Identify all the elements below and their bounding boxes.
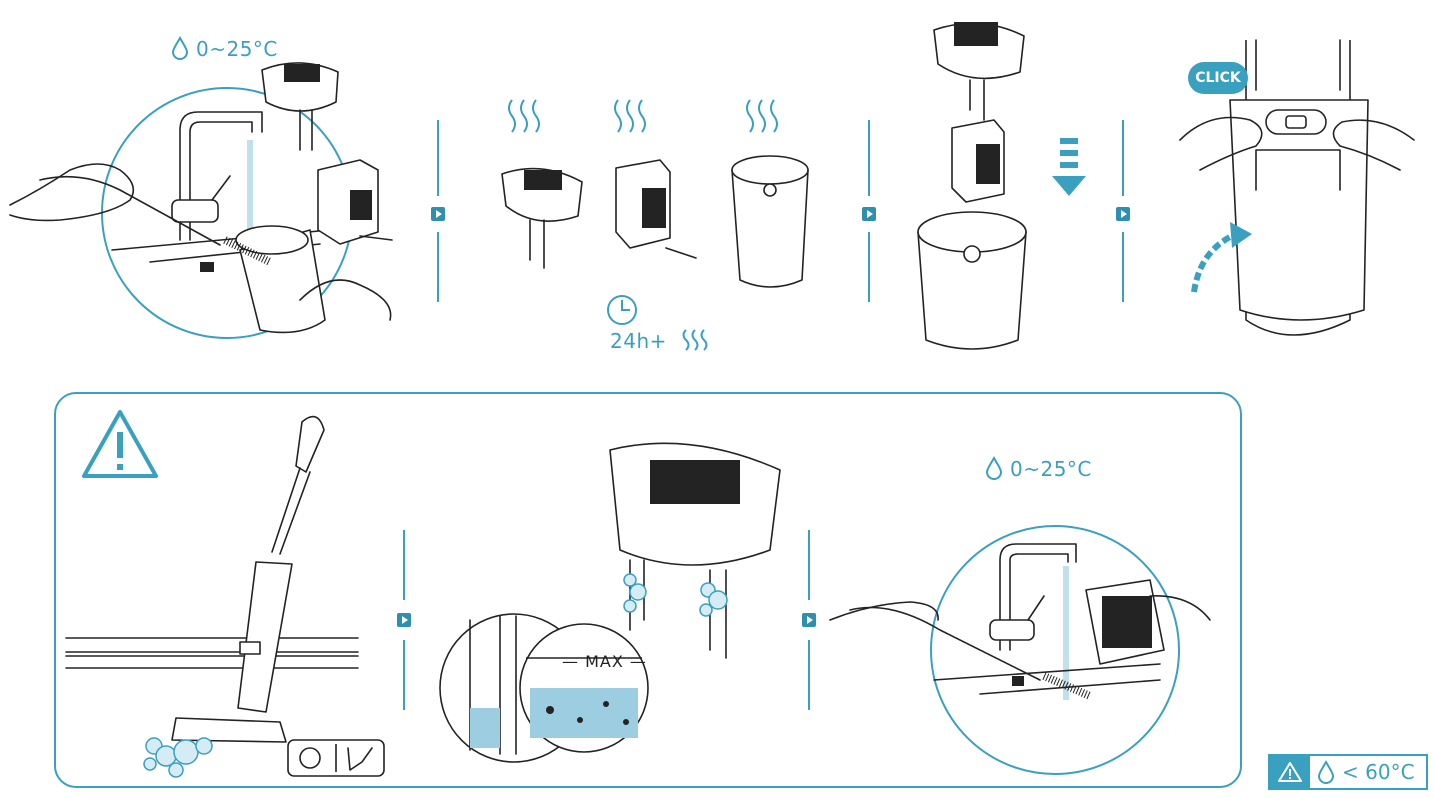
step-1-rinse: 0~25°C [0, 0, 420, 360]
water-drop-icon [985, 455, 1003, 480]
divider [808, 530, 810, 600]
next-step-icon [1116, 207, 1130, 221]
divider [1122, 232, 1124, 302]
max-temp-badge: < 60°C [1268, 754, 1428, 790]
filter-rinse-illustration [829, 525, 1211, 775]
click-badge: CLICK [1188, 62, 1248, 94]
rinse-illustration [9, 62, 393, 339]
arrow-up-icon [1191, 231, 1238, 293]
divider [403, 530, 405, 600]
max-label: — MAX — [562, 652, 647, 671]
warning-panel [54, 392, 1242, 788]
warning-icon [82, 410, 158, 478]
water-drop-icon [1317, 759, 1335, 784]
next-step-icon [431, 207, 445, 221]
step-2-dry: 24h+ [470, 80, 810, 380]
divider [868, 232, 870, 302]
divider [1122, 120, 1124, 196]
dry-time-label: 24h+ [610, 328, 712, 353]
next-step-icon [397, 613, 411, 627]
step-3-assemble [890, 0, 1110, 360]
warning-icon [1270, 756, 1310, 788]
assemble-illustration [917, 22, 1086, 350]
divider [437, 120, 439, 196]
dry-illustration [501, 99, 809, 325]
divider [808, 640, 810, 710]
temp-label-top: 0~25°C [170, 35, 278, 61]
steam-icon [508, 99, 778, 133]
mop-illustration [65, 415, 385, 778]
temp-label-panel: 0~25°C [984, 455, 1092, 481]
badge-temp: < 60°C [1342, 760, 1415, 784]
next-step-icon [802, 613, 816, 627]
step-4-install [1160, 30, 1434, 370]
divider [868, 120, 870, 196]
steam-icon [682, 329, 708, 351]
divider [403, 640, 405, 710]
divider [437, 232, 439, 302]
arrow-down-icon [1052, 138, 1086, 196]
install-illustration [1179, 39, 1415, 336]
next-step-icon [862, 207, 876, 221]
max-level-illustration [439, 442, 781, 763]
water-drop-icon [171, 35, 189, 60]
clock-icon [607, 295, 637, 325]
